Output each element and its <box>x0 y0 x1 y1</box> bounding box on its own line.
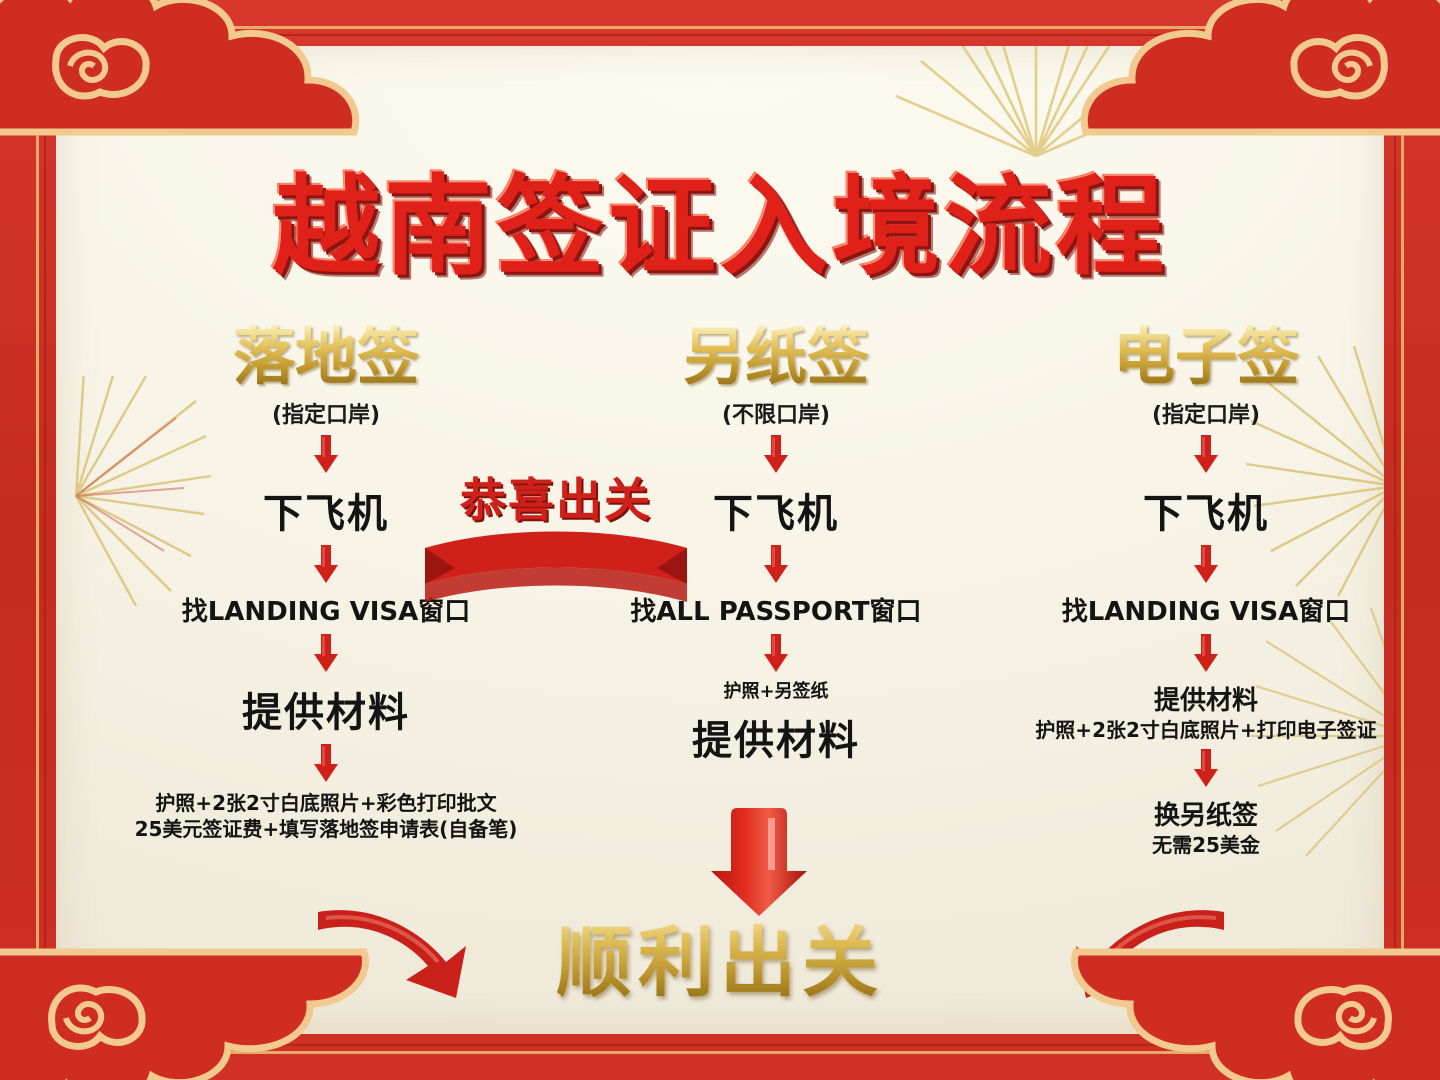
column-subtitle: (指定口岸) <box>1151 402 1261 428</box>
down-arrow-icon <box>309 633 343 674</box>
step-text: 找LANDING VISA窗口 <box>1061 596 1351 627</box>
step-text: 提供材料 <box>242 689 410 736</box>
poster-content: 越南签证入境流程 落地签 (指定口岸) 下飞机 找LANDING VISA窗口 <box>56 46 1384 1034</box>
step-detail: 护照+另签纸 <box>723 680 829 702</box>
step-detail: 25美元签证费+填写落地签申请表(自备笔) <box>134 816 518 841</box>
down-arrow-icon <box>1189 633 1223 674</box>
step-text: 找ALL PASSPORT窗口 <box>630 596 922 627</box>
down-arrow-icon <box>1189 434 1223 475</box>
step-text: 下飞机 <box>1143 490 1269 537</box>
ribbon-label: 恭喜出关 <box>460 473 652 527</box>
flow-column-evisa: 电子签 (指定口岸) 下飞机 找LANDING VISA窗口 提供材料 护照+2… <box>991 323 1384 858</box>
down-arrow-icon <box>759 544 793 585</box>
down-arrow-icon <box>759 633 793 674</box>
step-detail: 无需25美金 <box>1152 832 1260 857</box>
frame-dark-line <box>44 34 1396 1046</box>
flow-columns: 落地签 (指定口岸) 下飞机 找LANDING VISA窗口 提供材料 <box>56 323 1384 964</box>
column-subtitle: (不限口岸) <box>721 402 831 428</box>
page-title: 越南签证入境流程 <box>271 165 1168 290</box>
congrats-ribbon: 恭喜出关 <box>411 464 701 611</box>
step-text: 找LANDING VISA窗口 <box>181 596 471 627</box>
step-detail: 护照+2张2寸白底照片+打印电子签证 <box>1035 717 1377 742</box>
final-result-text: 顺利出关 <box>56 901 1384 1011</box>
column-title: 落地签 <box>111 323 541 391</box>
column-title: 另纸签 <box>561 323 991 391</box>
down-arrow-icon <box>309 434 343 475</box>
step-text: 换另纸签 <box>1153 800 1258 831</box>
down-arrow-icon <box>759 434 793 475</box>
column-title: 电子签 <box>991 323 1384 391</box>
step-text: 提供材料 <box>1153 685 1258 716</box>
step-text: 下飞机 <box>263 490 389 537</box>
column-subtitle: (指定口岸) <box>271 402 381 428</box>
poster-paper: 越南签证入境流程 落地签 (指定口岸) 下飞机 找LANDING VISA窗口 <box>56 46 1384 1034</box>
curved-arrow-right-icon <box>306 894 491 1009</box>
step-text: 下飞机 <box>713 490 839 537</box>
down-arrow-icon <box>1189 544 1223 585</box>
down-arrow-icon <box>1189 748 1223 789</box>
flow-column-separate-paper-visa: 另纸签 (不限口岸) 下飞机 找ALL PASSPORT窗口 护照+另签纸 提供… <box>561 323 991 766</box>
ribbon-banner-icon <box>425 531 687 602</box>
down-arrow-icon <box>309 743 343 784</box>
frame-gold-line <box>36 26 1404 1054</box>
step-detail: 护照+2张2寸白底照片+彩色打印批文 <box>155 790 497 815</box>
down-arrow-icon <box>309 544 343 585</box>
step-text: 提供材料 <box>692 718 860 765</box>
big-down-arrow-icon <box>704 806 824 923</box>
flow-column-landing-visa: 落地签 (指定口岸) 下飞机 找LANDING VISA窗口 提供材料 <box>111 323 541 842</box>
